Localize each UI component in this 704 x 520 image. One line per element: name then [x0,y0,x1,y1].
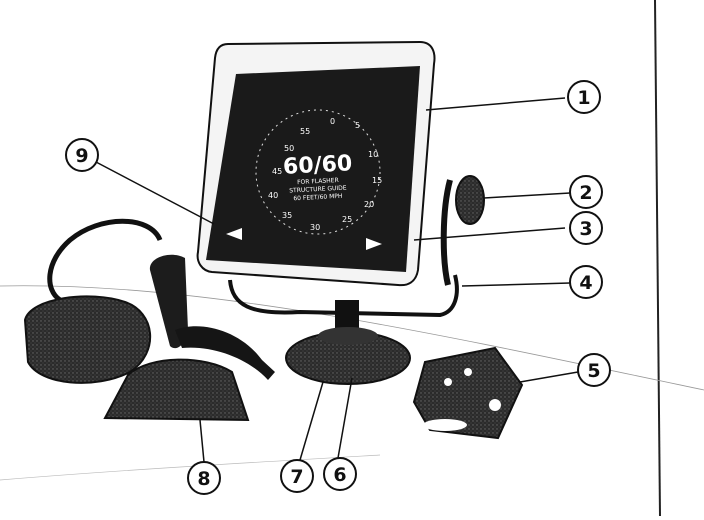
callout-circle-3 [569,211,603,245]
page-edge-line [654,0,661,517]
mounting-plate-slot [423,419,467,431]
swivel-base-top [318,327,378,345]
callout-number-4: 4 [579,272,592,294]
mounting-plate-hole [464,368,472,376]
callout-number-9: 9 [75,145,88,167]
display-line-2: STRUCTURE GUIDE [289,184,347,194]
dial-label: 40 [268,191,278,200]
dial-label: 5 [355,121,360,130]
dial-ring [255,109,381,235]
leader-line-9 [95,161,215,225]
mounting-plate-hole [489,399,501,411]
callout-number-1: 1 [577,87,590,109]
leader-line-4 [461,282,571,287]
display-marker-left [226,228,242,240]
callout-circle-9 [65,138,99,172]
callout-number-2: 2 [579,182,592,204]
leader-line-8 [199,419,205,463]
transducer-cable [47,218,163,303]
gimbal-bracket [228,274,459,318]
leader-line-1 [425,97,566,111]
transducer-mount-arm [175,326,275,380]
callout-number-7: 7 [290,466,303,488]
display-headline: 60/60 [282,151,352,180]
dial-label: 50 [284,144,294,153]
dial-label: 35 [282,211,292,220]
control-knob [455,175,485,225]
dial-label: 30 [310,223,320,232]
leader-line-3 [413,227,566,241]
leader-line-2 [483,192,571,199]
callout-circle-4 [569,265,603,299]
dial-label: 55 [300,127,310,136]
callout-circle-7 [280,459,314,493]
transducer-mount-bracket [149,254,188,349]
callout-number-8: 8 [197,468,210,490]
callout-circle-5 [577,353,611,387]
leader-line-7 [299,381,324,461]
callout-circle-8 [187,461,221,495]
transducer-mount-base [103,358,250,422]
leader-line-6 [337,377,353,459]
mounting-plate [412,346,524,440]
callout-number-6: 6 [333,464,346,486]
display-line-3: 60 FEET/60 MPH [293,193,342,203]
dial-label: 15 [372,176,382,185]
paper-crease [0,454,381,481]
callout-circle-6 [323,457,357,491]
leader-line-5 [519,371,579,383]
callout-number-3: 3 [579,218,592,240]
transducer [23,295,152,384]
flasher-display [206,66,420,272]
display-line-1: FOR FLASHER [297,177,339,186]
callout-number-5: 5 [587,360,600,382]
callout-circle-1 [567,80,601,114]
display-marker-right [366,238,382,250]
dial-label: 0 [330,117,335,126]
control-knob-stem [440,179,453,286]
dial-label: 45 [272,167,282,176]
dial-label: 10 [368,150,378,159]
mounting-plate-hole [444,378,452,386]
dial-label: 20 [364,200,374,209]
callout-circle-2 [569,175,603,209]
dial-label: 25 [342,215,352,224]
